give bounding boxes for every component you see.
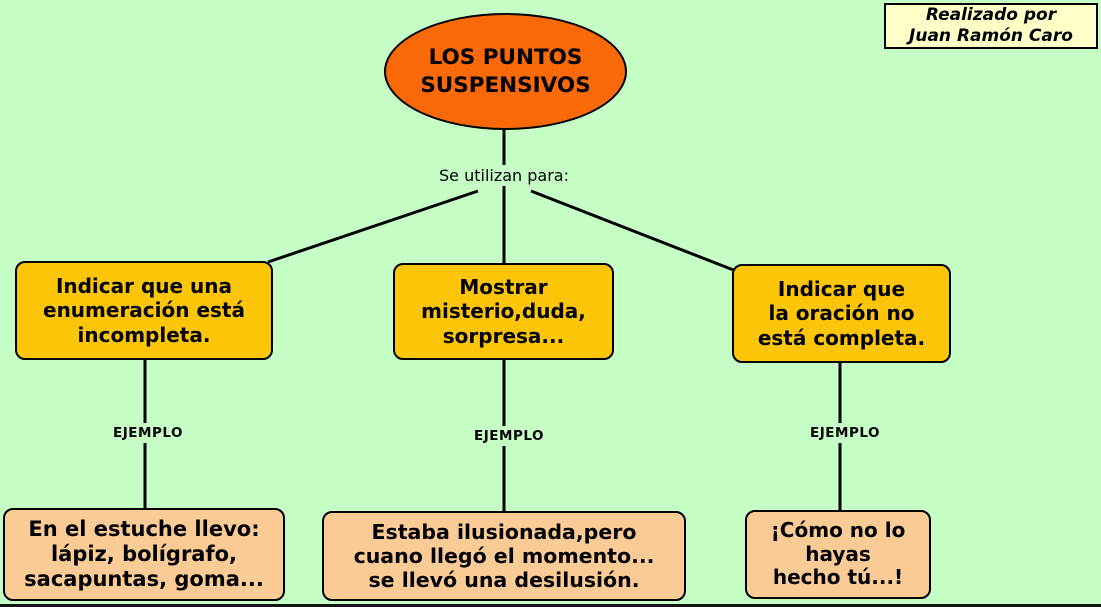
use-node-incomplete-sentence: Indicar que la oración no está completa. xyxy=(732,264,951,363)
example-label-3: EJEMPLO xyxy=(796,423,894,443)
connector-line xyxy=(530,189,737,273)
bottom-edge-line xyxy=(0,604,1101,607)
linking-phrase: Se utilizan para: xyxy=(420,165,588,186)
use-node-enumeration: Indicar que una enumeración está incompl… xyxy=(15,261,273,360)
example-node-mystery: Estaba ilusionada,pero cuano llegó el mo… xyxy=(322,511,686,601)
use-node-mystery: Mostrar misterio,duda, sorpresa... xyxy=(393,263,614,360)
example-node-incomplete-sentence: ¡Cómo no lo hayas hecho tú...! xyxy=(745,510,931,599)
example-node-enumeration: En el estuche llevo: lápiz, bolígrafo, s… xyxy=(3,508,285,601)
example-label-1: EJEMPLO xyxy=(99,423,197,443)
root-node-title: LOS PUNTOS SUSPENSIVOS xyxy=(384,13,627,130)
connector-line xyxy=(267,189,479,264)
credit-box: Realizado por Juan Ramón Caro xyxy=(884,3,1098,49)
example-label-2: EJEMPLO xyxy=(460,426,558,446)
